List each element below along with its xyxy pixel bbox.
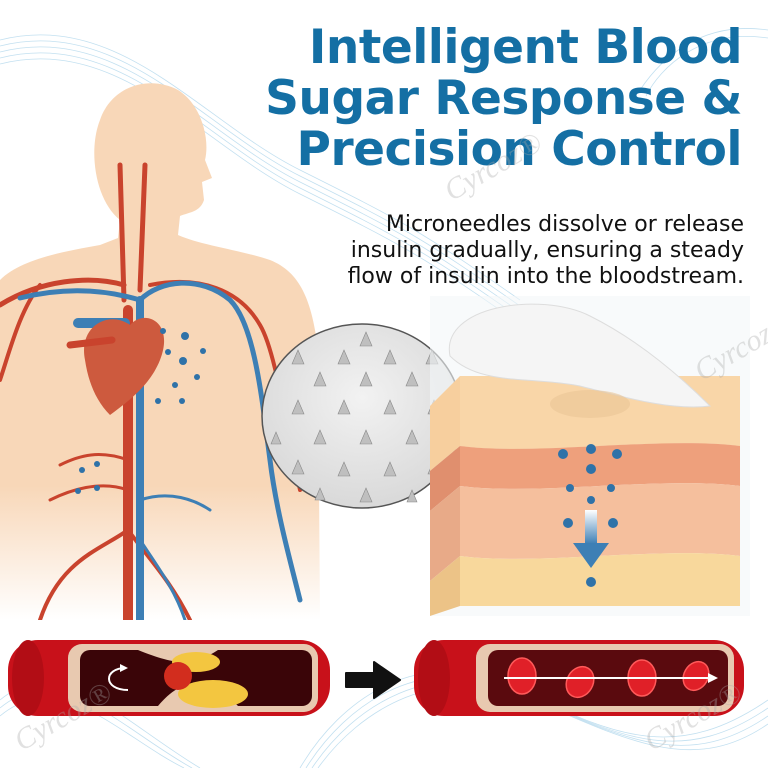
headline: Intelligent Blood Sugar Response & Preci… bbox=[182, 22, 742, 175]
description-line-1: Microneedles dissolve or release bbox=[385, 212, 744, 237]
description-line-3: flow of insulin into the bloodstream. bbox=[347, 264, 744, 289]
clear-blood-vessel-illustration bbox=[414, 640, 744, 716]
description-text: Microneedles dissolve or release insulin… bbox=[274, 212, 744, 290]
headline-line-3: Precision Control bbox=[296, 122, 743, 177]
headline-line-1: Intelligent Blood bbox=[308, 20, 743, 75]
headline-line-2: Sugar Response & bbox=[265, 71, 742, 126]
skin-layers-patch-illustration bbox=[430, 296, 750, 616]
description-line-2: insulin gradually, ensuring a steady bbox=[350, 238, 744, 263]
human-circulatory-system-illustration bbox=[0, 83, 320, 620]
blocked-blood-vessel-illustration bbox=[8, 640, 330, 716]
right-arrow-icon bbox=[345, 661, 401, 699]
